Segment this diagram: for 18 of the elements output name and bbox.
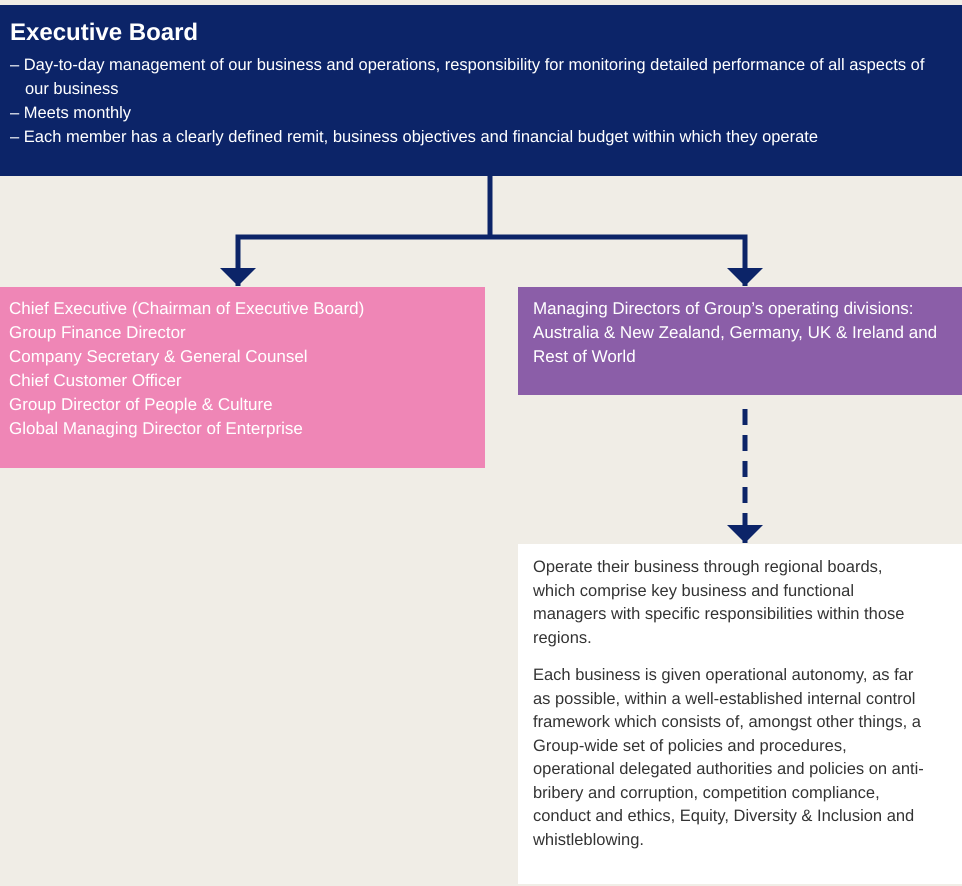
member-text: Company Secretary & General Counsel [9, 346, 309, 368]
board-panel [0, 5, 962, 176]
member-text: Global Managing Director of Enterprise [9, 418, 304, 440]
body-text: Managing Directors of Group’s operating divisions: Australia & New Zealand, Germany, UK & Ireland and Rest of World [533, 298, 938, 368]
members-box [0, 287, 485, 468]
body-text: Each business is given operational autonomy, as far as possible, within a well-established internal control framework which consists of, amongst other things, a Group-wide set of policies and procedures, operational delegated authorities and policies on anti-bribery and corruption, competition compliance, conduct and ethics, Equity, Diversity & Inclusion and whistleblowing. [533, 665, 925, 850]
regions-box [518, 544, 962, 884]
heading: Executive Board [10, 19, 200, 47]
bullet-text: – Day-to-day management of our business and operations, responsibility for monitoring detailed performance of all aspects of our business [10, 55, 925, 100]
arrow [727, 409, 763, 543]
member-text: Chief Customer Officer [9, 370, 183, 392]
bullet-text: – Each member has a clearly defined remit, business objectives and financial budget within which they operate [10, 127, 820, 148]
member-text: Group Finance Director [9, 322, 187, 344]
divisions-box [518, 287, 962, 395]
bullet-text: – Meets monthly [10, 103, 132, 124]
member-text: Chief Executive (Chairman of Executive Board) [9, 298, 366, 320]
member-text: Group Director of People & Culture [9, 394, 274, 416]
body-text: Operate their business through regional boards, which comprise key business and functional managers with specific responsibilities within those regions. [533, 557, 906, 648]
